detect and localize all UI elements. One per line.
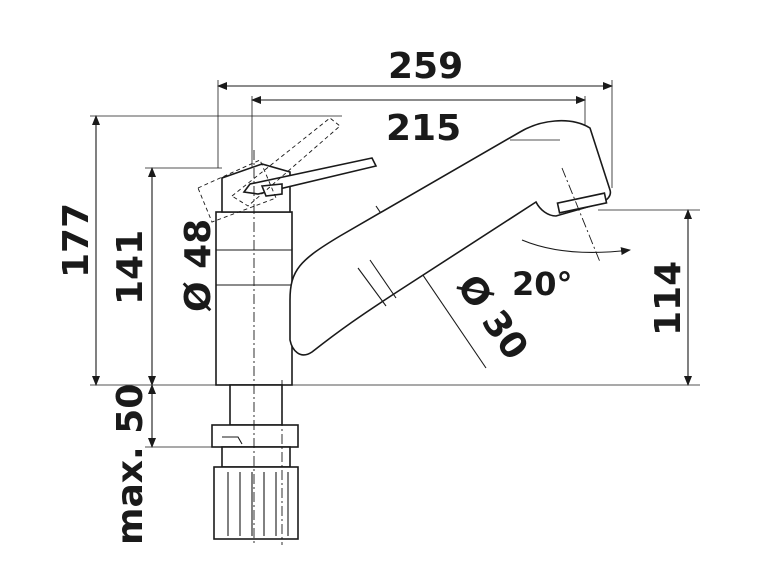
label-141: 141 <box>110 230 151 305</box>
extension-lines <box>90 80 700 448</box>
label-max50: max. 50 <box>110 384 151 545</box>
label-259: 259 <box>388 46 463 87</box>
spout <box>289 119 612 356</box>
dim-arc-20deg <box>521 239 631 256</box>
label-215: 215 <box>386 108 461 149</box>
label-20deg: 20° <box>512 265 573 303</box>
mounting-thread <box>221 446 291 468</box>
dimension-lines <box>92 82 692 448</box>
lever-handle-raised <box>231 117 341 207</box>
label-177: 177 <box>56 203 97 278</box>
label-114: 114 <box>648 261 689 336</box>
faucet-body <box>197 117 612 545</box>
mounting-shank <box>229 384 283 426</box>
label-d48: Ø 48 <box>178 219 219 312</box>
mounting-nut <box>211 424 299 448</box>
mounting-knurl <box>213 466 299 540</box>
spray-nozzle <box>556 192 608 214</box>
